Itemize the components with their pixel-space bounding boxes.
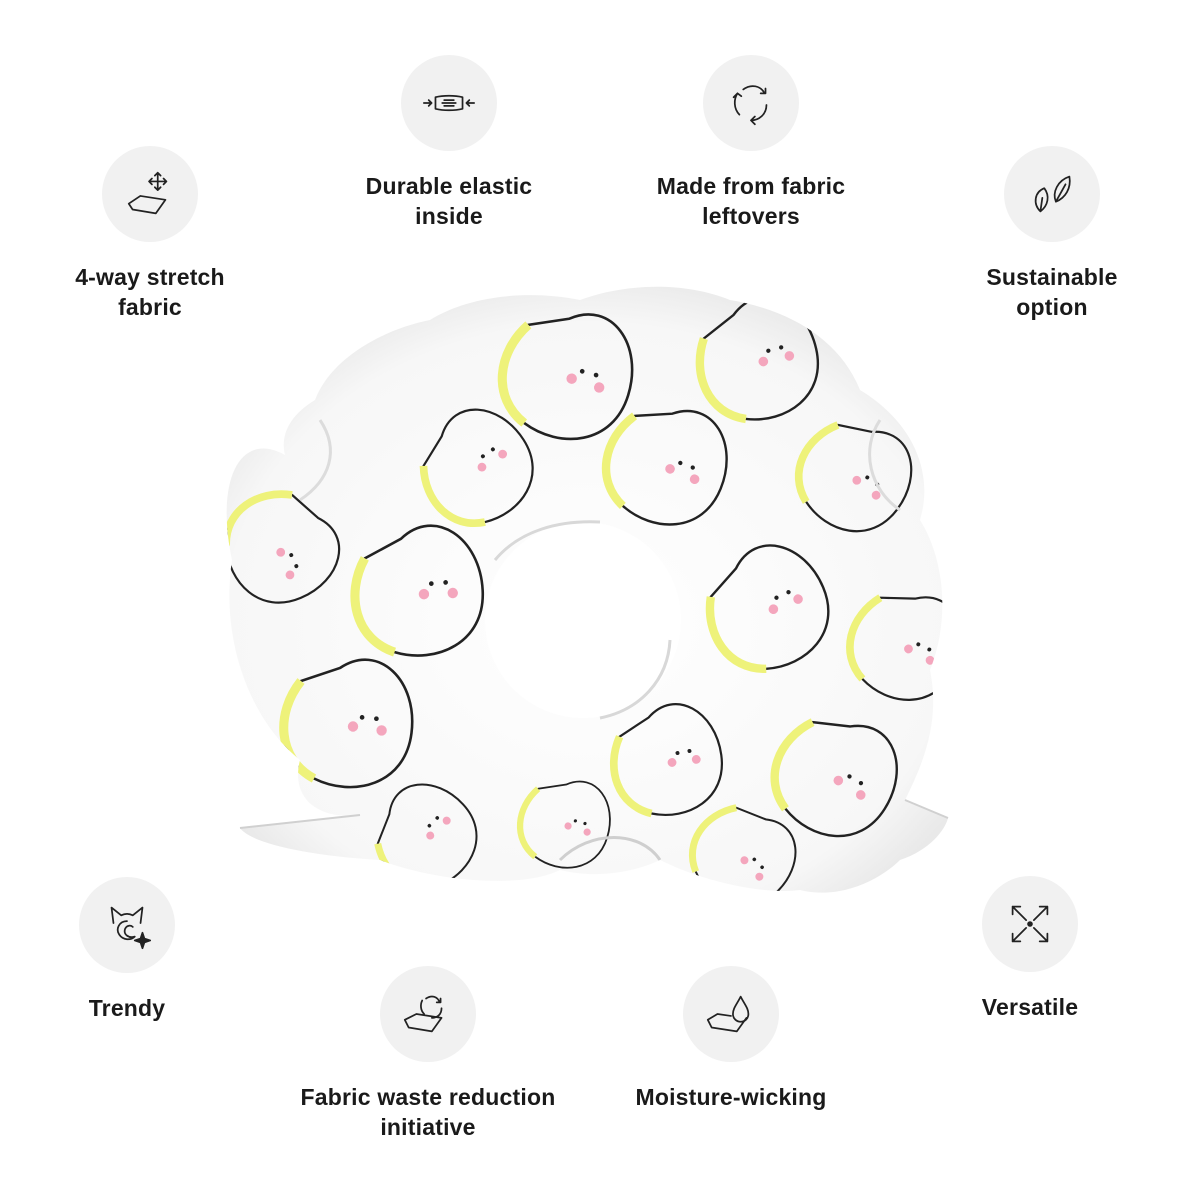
- feature-moisture-wicking: Moisture-wicking: [581, 966, 881, 1112]
- leaf-icon: [1034, 175, 1071, 213]
- fabric-recycle-icon: [403, 995, 443, 1033]
- feature-durable-elastic: Durable elastic inside: [299, 55, 599, 231]
- feature-versatile: Versatile: [880, 876, 1180, 1022]
- feature-label: Moisture-wicking: [635, 1084, 827, 1110]
- expand-arrows-icon: [1011, 905, 1049, 943]
- feature-label: 4-way stretch fabric: [75, 264, 225, 320]
- feature-label: Versatile: [981, 994, 1079, 1020]
- feature-label: Made from fabric leftovers: [656, 173, 846, 229]
- stretch-fabric-icon: [127, 171, 168, 215]
- feature-4-way-stretch: 4-way stretch fabric: [0, 146, 300, 322]
- feature-sustainable: Sustainable option: [902, 146, 1200, 322]
- feature-label: Trendy: [88, 995, 166, 1021]
- feature-trendy: Trendy: [0, 877, 277, 1023]
- water-drop-fabric-icon: [706, 995, 750, 1033]
- elastic-icon: [422, 94, 476, 112]
- cat-ears-sparkle-icon: [110, 906, 152, 950]
- feature-label: Fabric waste reduction initiative: [300, 1084, 556, 1140]
- recycle-icon: [732, 85, 768, 126]
- feature-label: Sustainable option: [986, 264, 1118, 320]
- feature-waste-reduction: Fabric waste reduction initiative: [278, 966, 578, 1142]
- feature-label: Durable elastic inside: [365, 173, 533, 229]
- feature-fabric-leftovers: Made from fabric leftovers: [601, 55, 901, 231]
